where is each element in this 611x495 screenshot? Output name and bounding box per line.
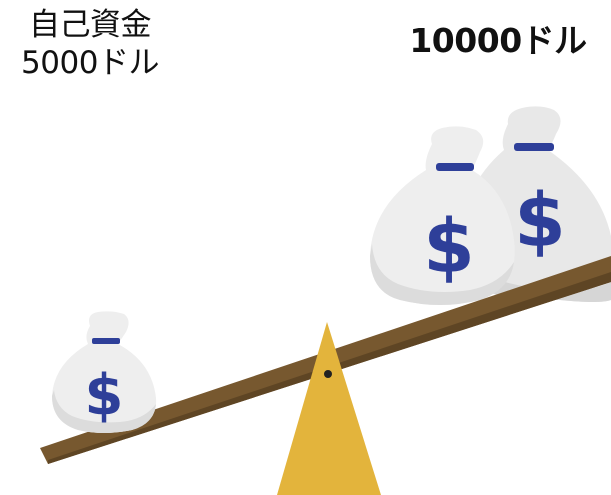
dollar-icon: $ [85, 363, 124, 428]
pivot-dot [324, 370, 332, 378]
own-funds-title: 自己資金 [29, 7, 152, 43]
money-bag-icon: $ [52, 311, 157, 433]
bag-tie [92, 338, 120, 344]
bag-body [370, 126, 515, 306]
bag-tie [514, 143, 554, 151]
dollar-icon: $ [514, 178, 566, 264]
own-funds-label: 自己資金 5000ドル [6, 6, 174, 82]
dollar-icon: $ [423, 204, 475, 290]
own-funds-amount: 5000ドル [21, 45, 159, 81]
money-bag-icon: $ [370, 126, 515, 306]
bag-body [52, 311, 157, 433]
bag-shade [52, 390, 156, 433]
bag-tie [436, 163, 474, 171]
total-amount-label: 10000ドル [409, 21, 587, 60]
seesaw-fulcrum [277, 322, 381, 495]
bag-shade [370, 244, 514, 305]
